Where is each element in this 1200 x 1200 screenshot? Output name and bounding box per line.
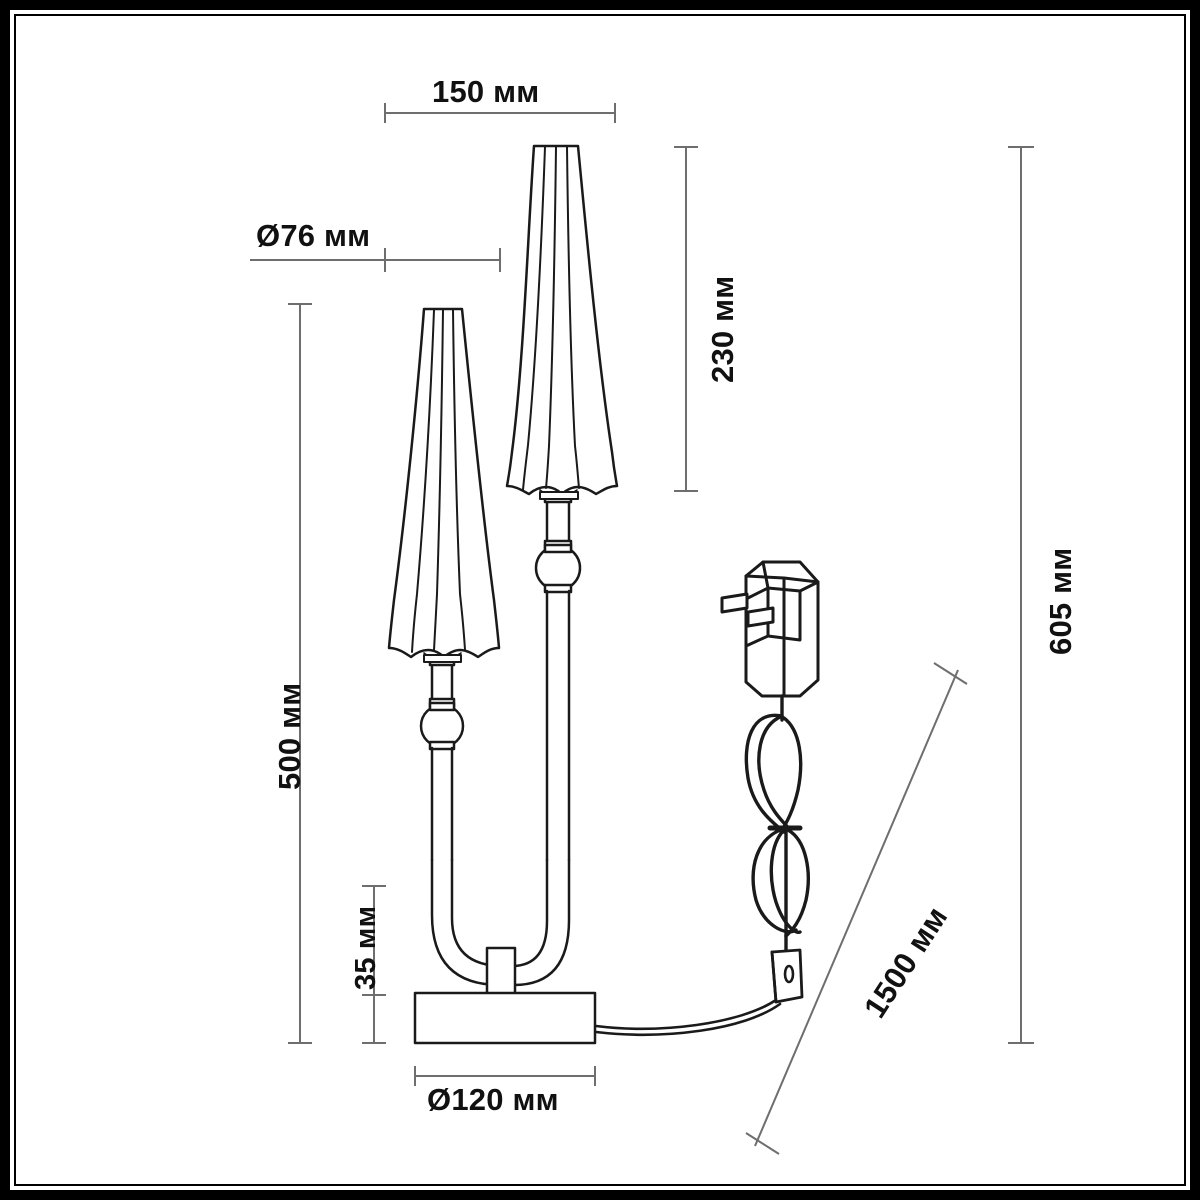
dimension-76mm <box>250 248 501 272</box>
inline-switch <box>770 948 804 1004</box>
dimension-lines-group <box>250 103 1034 1155</box>
dimension-label-76mm: Ø76 мм <box>256 218 371 253</box>
inner-frame-border <box>14 14 1186 1186</box>
lamp-base <box>413 991 597 1045</box>
base-neck-block <box>485 946 517 996</box>
dimension-1500mm <box>745 662 968 1155</box>
tall-stem-assembly <box>534 492 582 862</box>
tall-lamp-shade <box>505 144 619 500</box>
dimension-label-500mm: 500 мм <box>272 682 307 790</box>
power-adapter <box>720 560 820 698</box>
dimension-label-230mm: 230 мм <box>705 275 740 383</box>
dimension-label-120mm: Ø120 мм <box>427 1082 559 1117</box>
dimension-label-35mm: 35 мм <box>350 905 382 990</box>
short-lamp-shade <box>387 307 501 663</box>
lamp-geometry-group <box>387 144 820 1045</box>
dimension-150mm <box>384 103 616 123</box>
dimension-label-150mm: 150 мм <box>432 74 540 109</box>
dimension-label-605mm: 605 мм <box>1043 547 1078 655</box>
short-stem-assembly <box>419 655 465 862</box>
dimension-500mm <box>288 303 312 1044</box>
dimension-35mm <box>362 885 386 1044</box>
cord-to-base <box>594 998 782 1036</box>
dimension-605mm <box>1008 146 1034 1044</box>
coiled-power-cord <box>744 694 810 954</box>
dimension-120mm <box>414 1066 596 1086</box>
dimension-230mm <box>674 146 698 492</box>
